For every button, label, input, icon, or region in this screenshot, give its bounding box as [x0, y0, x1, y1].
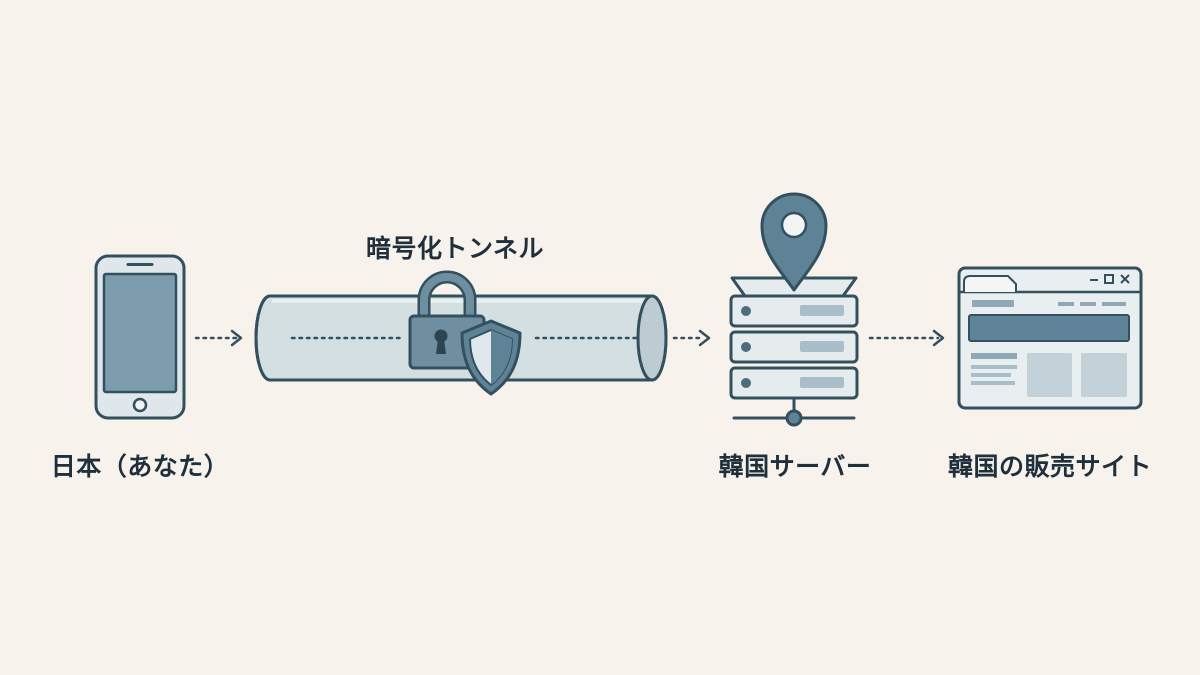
server-label: 韓国サーバー	[718, 452, 872, 481]
arrow-tunnel-to-server	[672, 329, 711, 347]
server-icon	[729, 276, 859, 427]
arrow-device-to-tunnel	[194, 329, 243, 347]
map-pin-icon	[760, 192, 828, 292]
smartphone-icon	[94, 254, 186, 420]
tunnel-label: 暗号化トンネル	[365, 234, 544, 263]
site-label: 韓国の販売サイト	[947, 452, 1152, 481]
shield-icon	[460, 319, 522, 396]
arrow-server-to-site	[868, 329, 945, 347]
browser-window-icon	[957, 266, 1143, 410]
device-label: 日本（あなた）	[50, 452, 230, 481]
